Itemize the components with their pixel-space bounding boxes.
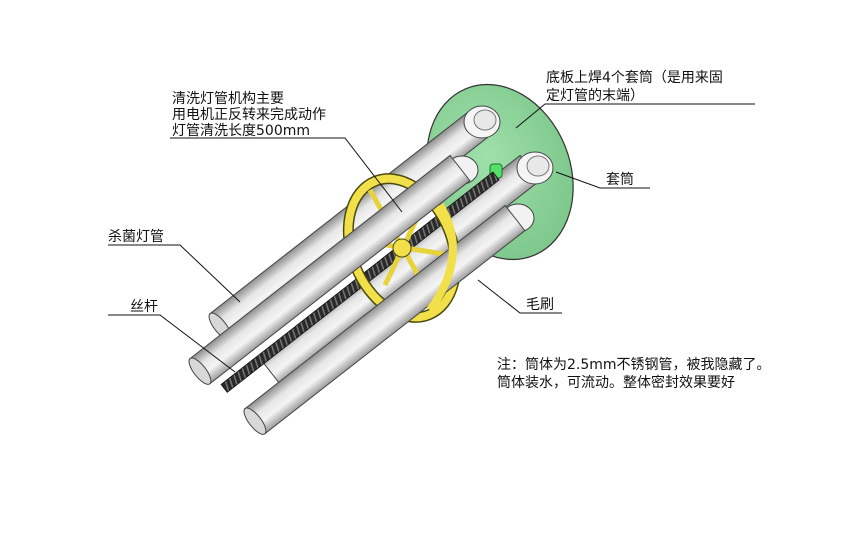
label-sleeve: 套筒: [606, 171, 634, 188]
label-brush: 毛刷: [526, 297, 554, 313]
leader-lines: [108, 103, 755, 373]
label-cleaning-mechanism-3: 灯管清洗长度500mm: [172, 123, 310, 139]
uv-lamp-tube-front-1: [188, 154, 471, 385]
label-uv-lamp: 杀菌灯管: [108, 229, 164, 245]
label-base-plate-2: 定灯管的末端）: [546, 88, 644, 104]
note-line-1: 注：筒体为2.5mm不锈钢管，被我隐藏了。: [497, 356, 771, 373]
label-base-plate-1: 底板上焊4个套筒（是用来固: [546, 69, 723, 86]
note-line-2: 筒体装水，可流动。整体密封效果要好: [497, 374, 735, 391]
label-screw-rod: 丝杆: [130, 299, 158, 315]
label-cleaning-mechanism-2: 用电机正反转来完成动作: [172, 107, 326, 123]
brush-ring-front: [426, 202, 457, 313]
label-cleaning-mechanism-1: 清洗灯管机构主要: [172, 91, 284, 107]
